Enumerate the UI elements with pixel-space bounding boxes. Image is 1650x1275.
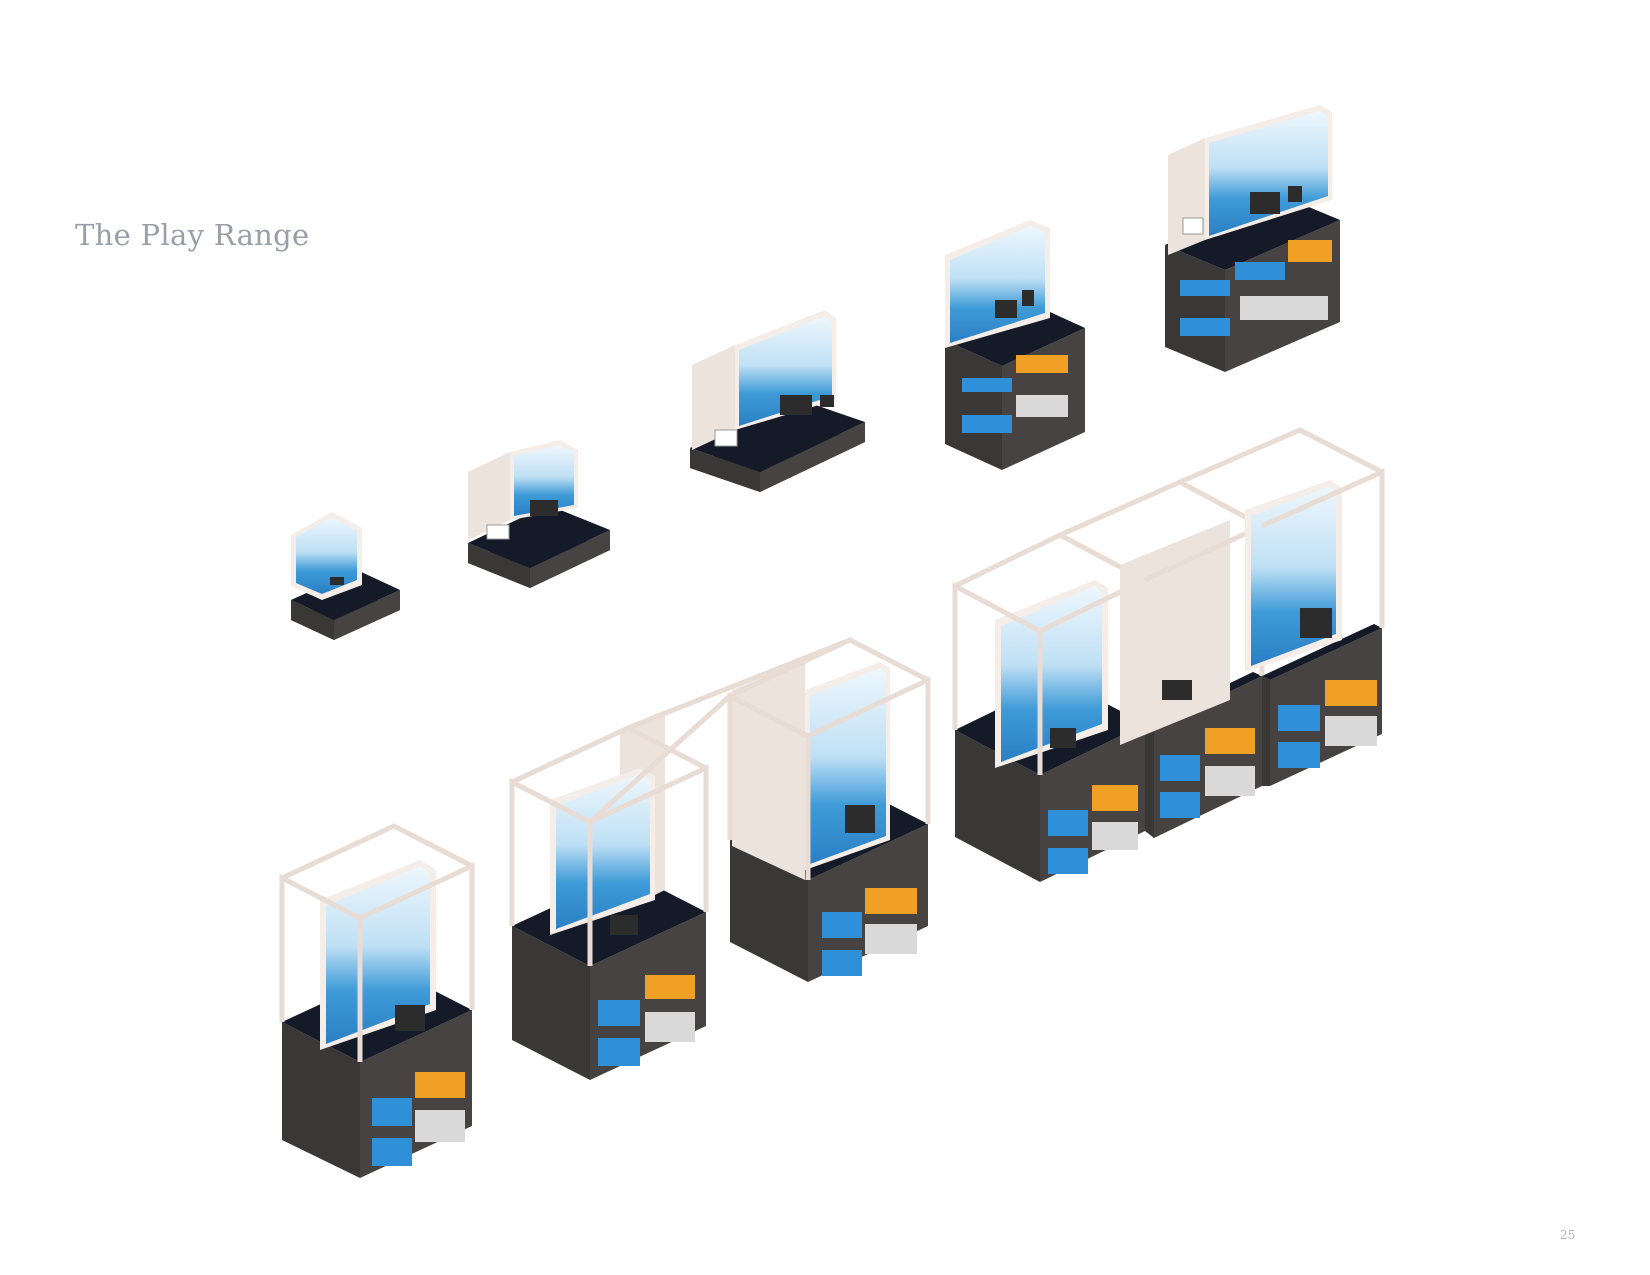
display-unit-5 (1165, 105, 1340, 372)
display-unit-6 (279, 823, 475, 1178)
display-unit-2 (468, 440, 610, 588)
display-unit-3 (690, 310, 865, 492)
display-unit-1 (291, 512, 400, 640)
page-title: The Play Range (75, 218, 310, 252)
display-unit-11 (1179, 427, 1385, 786)
display-unit-9 (952, 532, 1148, 882)
display-unit-4 (945, 220, 1085, 470)
page-number: 25 (1560, 1228, 1576, 1242)
display-unit-8 (588, 637, 931, 982)
display-unit-7 (509, 710, 709, 1080)
